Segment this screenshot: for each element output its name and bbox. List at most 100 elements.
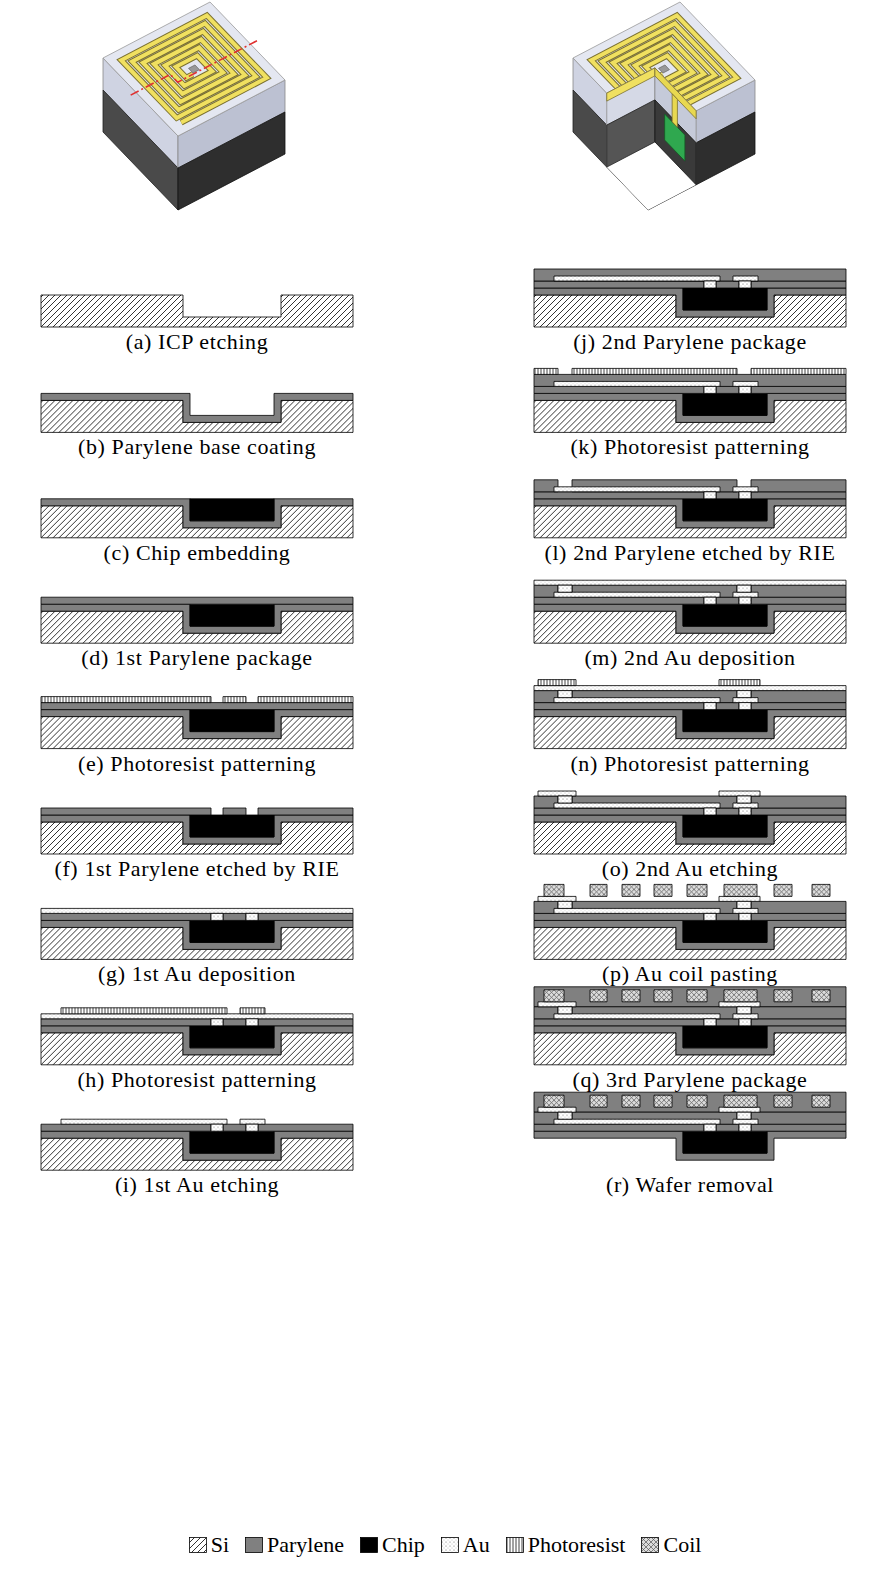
photoresist bbox=[538, 680, 576, 686]
gold-via bbox=[704, 808, 716, 815]
gold-via bbox=[704, 1124, 716, 1131]
coil-section bbox=[774, 884, 792, 896]
coil-lead bbox=[672, 94, 677, 127]
gold-layer-2 bbox=[538, 1107, 576, 1112]
coil-section bbox=[687, 990, 707, 1002]
coil-section bbox=[812, 990, 830, 1002]
gold-layer-1 bbox=[240, 1119, 265, 1124]
parylene-layer-1 bbox=[751, 492, 846, 499]
coil-section bbox=[544, 990, 564, 1002]
parylene-layer-1 bbox=[534, 1124, 704, 1131]
gold-layer-2 bbox=[538, 791, 576, 796]
cross-section bbox=[41, 393, 353, 432]
step-caption: (e) Photoresist patterning bbox=[78, 752, 316, 776]
coil-section bbox=[774, 1095, 792, 1107]
gold-via bbox=[739, 597, 751, 604]
step-caption: (k) Photoresist patterning bbox=[570, 435, 809, 459]
coil-section bbox=[590, 990, 607, 1002]
gold-via bbox=[558, 796, 572, 803]
legend-text: Si bbox=[211, 1533, 229, 1557]
parylene-layer-1 bbox=[258, 913, 353, 920]
gold-via bbox=[558, 691, 572, 698]
step-caption: (r) Wafer removal bbox=[606, 1173, 774, 1197]
gold-layer-1 bbox=[733, 908, 758, 913]
gold-via bbox=[558, 1112, 572, 1119]
parylene-base bbox=[41, 393, 353, 422]
legend-item: Au bbox=[441, 1533, 490, 1557]
parylene-layer-1 bbox=[534, 492, 704, 499]
parylene-layer-1 bbox=[716, 913, 739, 920]
parylene-layer-1 bbox=[41, 1124, 211, 1131]
coil-section bbox=[812, 884, 830, 896]
gold-via bbox=[704, 703, 716, 710]
parylene-layer-1 bbox=[534, 703, 704, 710]
legend-swatch-fill bbox=[360, 1538, 377, 1553]
parylene-layer-1 bbox=[41, 913, 211, 920]
coil-section bbox=[622, 990, 640, 1002]
gold-via bbox=[739, 492, 751, 499]
gold-via bbox=[737, 1007, 751, 1014]
device-3d-view bbox=[573, 2, 755, 210]
gold-via bbox=[739, 913, 751, 920]
step-caption: (l) 2nd Parylene etched by RIE bbox=[544, 541, 835, 565]
coil-section bbox=[654, 884, 672, 896]
photoresist bbox=[258, 697, 353, 703]
parylene-layer-1 bbox=[716, 492, 739, 499]
parylene-layer-1 bbox=[751, 1124, 846, 1131]
gold-layer-1 bbox=[61, 1119, 227, 1124]
gold-layer-1 bbox=[733, 592, 758, 597]
cross-section bbox=[41, 1008, 353, 1065]
parylene-layer-1 bbox=[534, 1019, 704, 1026]
legend-text: Parylene bbox=[267, 1533, 344, 1557]
step-caption: (o) 2nd Au etching bbox=[602, 857, 778, 881]
cross-section bbox=[41, 808, 353, 854]
cross-section bbox=[41, 697, 353, 749]
gold-layer-2 bbox=[719, 791, 760, 796]
parylene-layer-2 bbox=[751, 1112, 846, 1124]
cross-section bbox=[534, 480, 846, 538]
gold-via bbox=[558, 901, 572, 908]
parylene-layer-1 bbox=[41, 703, 353, 710]
gold-via bbox=[739, 703, 751, 710]
legend-item: Chip bbox=[360, 1533, 425, 1557]
photoresist bbox=[61, 1008, 227, 1014]
gold-layer-1 bbox=[733, 381, 758, 386]
gold-via bbox=[739, 808, 751, 815]
coil-section bbox=[590, 1095, 607, 1107]
gold-layer-1 bbox=[554, 908, 720, 913]
chip bbox=[190, 1131, 274, 1153]
legend-item: Parylene bbox=[245, 1533, 344, 1557]
gold-layer-1 bbox=[554, 276, 720, 281]
parylene-layer-1 bbox=[716, 703, 739, 710]
cross-section bbox=[534, 269, 846, 327]
parylene-layer-1 bbox=[751, 1019, 846, 1026]
gold-layer-1 bbox=[733, 276, 758, 281]
legend-swatch bbox=[441, 1537, 459, 1553]
chip bbox=[683, 920, 767, 942]
cross-section bbox=[534, 987, 846, 1065]
gold-layer-1 bbox=[554, 803, 720, 808]
gold-layer-1 bbox=[733, 698, 758, 703]
step-caption: (d) 1st Parylene package bbox=[81, 646, 312, 670]
parylene-layer-1 bbox=[258, 808, 353, 815]
gold-via bbox=[211, 1019, 223, 1026]
chip bbox=[683, 815, 767, 837]
cross-section bbox=[534, 580, 846, 643]
parylene-layer-1 bbox=[41, 597, 353, 604]
coil-section bbox=[774, 990, 792, 1002]
parylene-layer-2 bbox=[751, 796, 846, 808]
parylene-layer-1 bbox=[751, 597, 846, 604]
coil-center bbox=[659, 65, 670, 73]
parylene-layer-3 bbox=[534, 1092, 846, 1112]
parylene-layer-1 bbox=[716, 1019, 739, 1026]
gold-via bbox=[737, 1112, 751, 1119]
chip bbox=[683, 1131, 767, 1153]
coil-section bbox=[654, 1095, 672, 1107]
parylene-layer-1 bbox=[716, 386, 739, 393]
step-caption: (a) ICP etching bbox=[126, 330, 269, 354]
coil-section bbox=[622, 1095, 640, 1107]
gold-via bbox=[704, 913, 716, 920]
coil-section bbox=[544, 1095, 564, 1107]
chip bbox=[190, 1026, 274, 1048]
